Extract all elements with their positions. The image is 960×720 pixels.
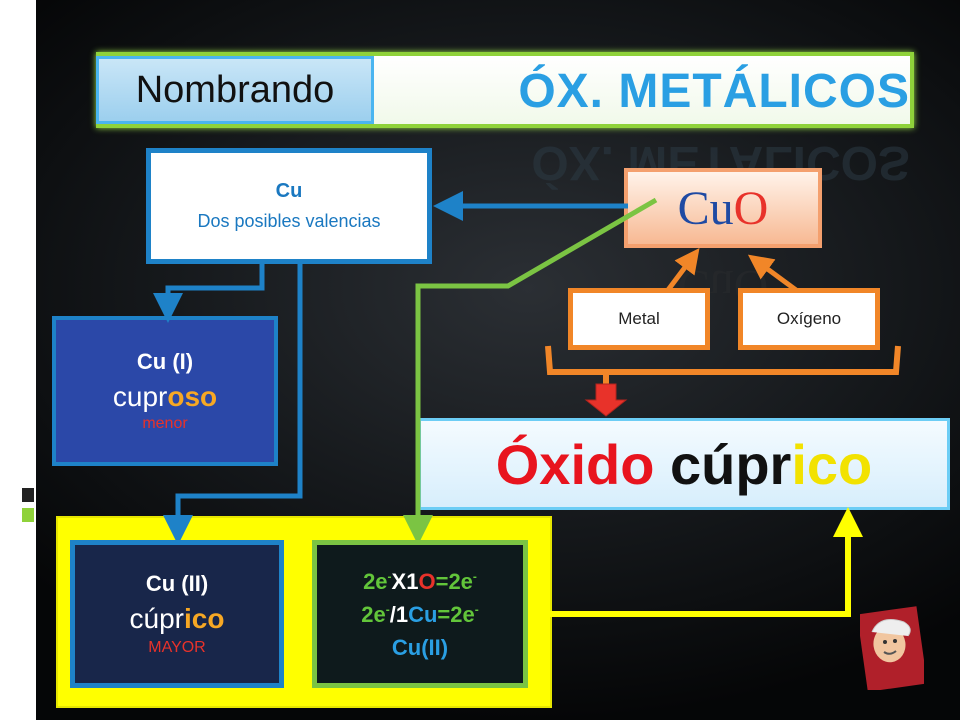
- red-down-arrow: [584, 383, 628, 417]
- deco-square: [22, 488, 34, 502]
- arrow-oxygen-to-formula: [747, 254, 798, 293]
- deco-square: [22, 470, 34, 484]
- arrow-metal-to-formula: [666, 248, 700, 292]
- cu2-name: cúprico: [130, 603, 225, 635]
- calc-line-1: 2e-X1O=2e-: [363, 568, 477, 594]
- formula-oxygen: O: [733, 181, 769, 235]
- cu2-box: Cu (II) cúprico MAYOR: [70, 540, 284, 688]
- arrow-cu-to-cu1: [153, 264, 265, 323]
- cu1-name-stem: cupr: [112, 381, 168, 412]
- cu2-name-suffix: ico: [184, 603, 225, 634]
- cu2-size: MAYOR: [148, 639, 206, 656]
- arrow-formula-to-calc: [403, 197, 658, 545]
- left-strip: [0, 0, 36, 720]
- cu-symbol: Cu: [275, 180, 303, 202]
- title-right-label: ÓX. METÁLICOS: [518, 64, 910, 118]
- cu1-heading: Cu (I): [136, 349, 194, 374]
- title-left-label: Nombrando: [96, 56, 374, 124]
- result-word1: Óxido: [495, 432, 655, 496]
- cu2-name-stem: cúpr: [129, 603, 184, 634]
- einstein-image: [860, 606, 924, 690]
- deco-square: [22, 508, 34, 522]
- cu1-name: cuproso: [113, 381, 217, 413]
- arrow-cu-to-cu2: [163, 264, 303, 545]
- cu1-name-suffix: oso: [167, 381, 218, 412]
- metal-label-box: Metal: [568, 288, 710, 350]
- oxygen-label-box: Oxígeno: [738, 288, 880, 350]
- cu-valences-text: Dos posibles valencias: [197, 211, 381, 231]
- formula-metal: Cu: [677, 181, 734, 235]
- calc-line-2: 2e-/1Cu=2e-: [361, 601, 479, 627]
- arrow-calc-to-result: [528, 507, 863, 617]
- calc-line-3: Cu(II): [391, 634, 449, 660]
- cu1-box: Cu (I) cuproso menor: [52, 316, 278, 466]
- result-suffix: ico: [791, 432, 873, 496]
- result-stem: cúpr: [669, 432, 792, 496]
- calculation-box: 2e-X1O=2e- 2e-/1Cu=2e- Cu(II): [312, 540, 528, 688]
- cu1-size: menor: [142, 415, 188, 432]
- cu-element-box: Cu Dos posibles valencias: [146, 148, 432, 264]
- orange-bracket: [545, 345, 901, 375]
- cu2-heading: Cu (II): [145, 571, 209, 596]
